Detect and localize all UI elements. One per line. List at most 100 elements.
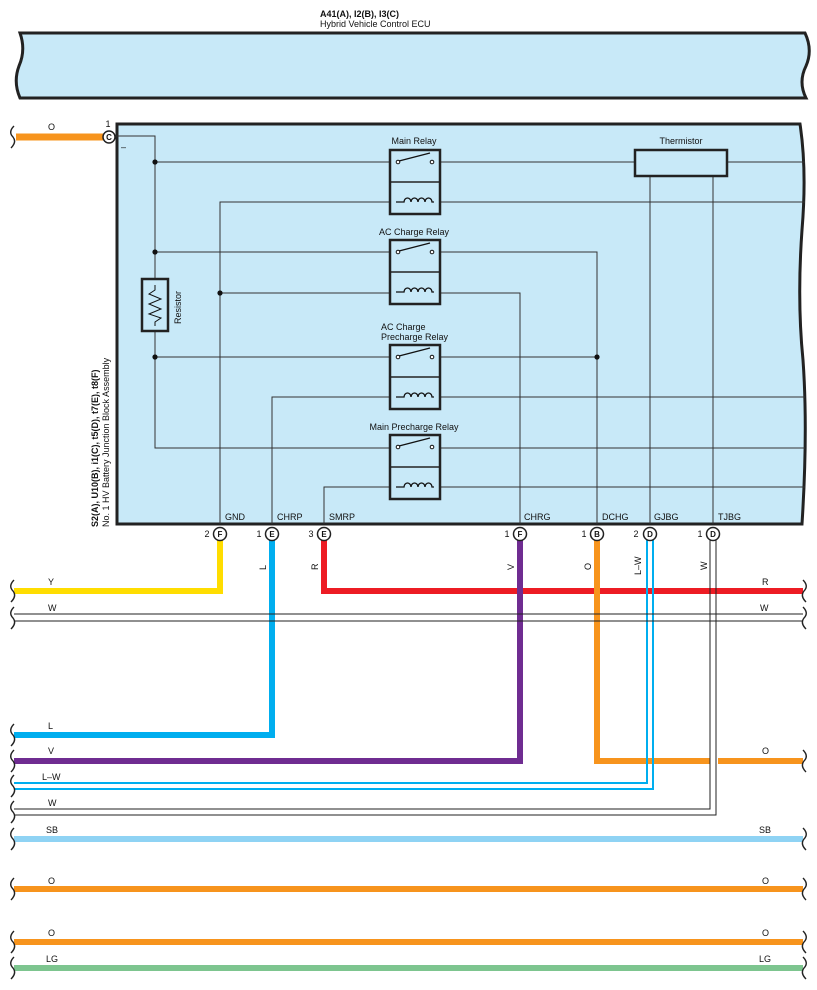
junction-block bbox=[115, 122, 807, 526]
connector-pin: 1 bbox=[581, 529, 586, 539]
harness-right-lg: LG bbox=[759, 954, 771, 964]
harness-right-o1: O bbox=[762, 876, 769, 886]
wire-label-chrp: L bbox=[258, 565, 268, 570]
harness-right-r: R bbox=[762, 577, 769, 587]
connector-letter: E bbox=[321, 530, 327, 539]
ecu-title: A41(A), I2(B), I3(C) bbox=[320, 9, 399, 19]
wire-label-smrp: R bbox=[310, 563, 320, 570]
break-mark-right bbox=[801, 827, 807, 851]
harness-left-o2: O bbox=[48, 928, 55, 938]
connector-name-chrp: CHRP bbox=[277, 512, 303, 522]
break-mark-left bbox=[10, 930, 16, 954]
break-mark-left bbox=[10, 125, 16, 149]
relays bbox=[388, 148, 442, 501]
break-mark-left bbox=[10, 749, 16, 773]
junction-block-name-1: S2(A), U10(B), i1(C), t5(D), t7(E), t8(F… bbox=[90, 369, 100, 527]
connector-letter: F bbox=[518, 530, 523, 539]
connector-name-smrp: SMRP bbox=[329, 512, 355, 522]
connector-dchg: B 1 bbox=[581, 526, 605, 542]
connector-smrp: E 3 bbox=[308, 526, 332, 542]
connector-name-dchg: DCHG bbox=[602, 512, 629, 522]
connector-pin: 2 bbox=[204, 529, 209, 539]
wire-l bbox=[14, 540, 275, 738]
harness-right-w: W bbox=[760, 603, 769, 613]
connector-letter: B bbox=[594, 530, 600, 539]
top-connector-minus: – bbox=[121, 142, 126, 152]
resistor-label: Resistor bbox=[173, 291, 183, 324]
wire-label-chrg: V bbox=[506, 564, 516, 570]
break-mark-right bbox=[801, 606, 807, 630]
connector-pin: 3 bbox=[308, 529, 313, 539]
connector-name-tjbg: TJBG bbox=[718, 512, 741, 522]
harness-break-marks bbox=[10, 125, 807, 980]
break-mark-left bbox=[10, 956, 16, 980]
wire-label-top-o: O bbox=[48, 122, 55, 132]
wire-l-w bbox=[14, 540, 654, 790]
wire-label-gjbg: L–W bbox=[633, 556, 643, 575]
connector-name-gjbg: GJBG bbox=[654, 512, 679, 522]
break-mark-left bbox=[10, 723, 16, 747]
harness-right-sb: SB bbox=[759, 825, 771, 835]
main-relay bbox=[388, 148, 442, 216]
ecu-subtitle: Hybrid Vehicle Control ECU bbox=[320, 19, 431, 29]
top-connector-letter: C bbox=[106, 133, 112, 142]
break-mark-right bbox=[801, 930, 807, 954]
wire-r bbox=[321, 540, 803, 594]
harness-right-o2: O bbox=[762, 928, 769, 938]
internal-wiring bbox=[115, 135, 805, 524]
harness-left-v: V bbox=[48, 746, 54, 756]
connector-chrp: E 1 bbox=[256, 526, 280, 542]
connector-letter: D bbox=[647, 530, 653, 539]
break-mark-right bbox=[801, 956, 807, 980]
main-relay-label: Main Relay bbox=[391, 136, 437, 146]
break-mark-right bbox=[801, 579, 807, 603]
harness-left-w: W bbox=[48, 603, 57, 613]
ac-precharge-relay bbox=[388, 343, 442, 411]
connector-name-gnd: GND bbox=[225, 512, 246, 522]
connector-letter: E bbox=[269, 530, 275, 539]
connector-chrg: F 1 bbox=[504, 526, 528, 542]
connector-letter: D bbox=[710, 530, 716, 539]
ac-charge-relay-label: AC Charge Relay bbox=[379, 227, 450, 237]
harness-left-lw: L–W bbox=[42, 772, 61, 782]
top-connector: C 1 – bbox=[102, 119, 126, 152]
top-connector-pin: 1 bbox=[105, 119, 110, 129]
resistor bbox=[140, 277, 170, 333]
break-mark-left bbox=[10, 774, 16, 798]
ac-precharge-relay-label-2: Precharge Relay bbox=[381, 332, 449, 342]
wire-label-dchg: O bbox=[583, 563, 593, 570]
break-mark-right bbox=[801, 877, 807, 901]
wire-v bbox=[14, 540, 523, 764]
wire-y bbox=[14, 540, 223, 594]
connector-pin: 1 bbox=[504, 529, 509, 539]
connector-pin: 1 bbox=[256, 529, 261, 539]
wire-w-tjbg bbox=[14, 540, 717, 816]
break-mark-left bbox=[10, 800, 16, 824]
connector-letter: F bbox=[218, 530, 223, 539]
connector-gnd: F 2 bbox=[204, 526, 228, 542]
thermistor-label: Thermistor bbox=[659, 136, 702, 146]
harness-left-o1: O bbox=[48, 876, 55, 886]
thermistor bbox=[633, 148, 729, 178]
break-mark-left bbox=[10, 827, 16, 851]
connector-name-chrg: CHRG bbox=[524, 512, 551, 522]
harness-left-y: Y bbox=[48, 577, 54, 587]
connector-gjbg: D 2 bbox=[633, 526, 658, 542]
harness-right-o: O bbox=[762, 746, 769, 756]
harness-left-sb: SB bbox=[46, 825, 58, 835]
harness-left-w2: W bbox=[48, 798, 57, 808]
main-precharge-relay-label: Main Precharge Relay bbox=[369, 422, 459, 432]
ecu-body bbox=[14, 31, 811, 100]
junction-block-name-2: No. 1 HV Battery Junction Block Assembly bbox=[101, 357, 111, 527]
break-mark-left bbox=[10, 877, 16, 901]
break-mark-left bbox=[10, 606, 16, 630]
wire-label-tjbg: W bbox=[699, 561, 709, 570]
connector-pin: 2 bbox=[633, 529, 638, 539]
harness-left-lg: LG bbox=[46, 954, 58, 964]
junction-dots bbox=[152, 159, 600, 360]
connector-pin: 1 bbox=[697, 529, 702, 539]
connector-tjbg: D 1 bbox=[697, 526, 721, 542]
ac-charge-relay bbox=[388, 238, 442, 306]
wire-w-long bbox=[14, 613, 803, 622]
